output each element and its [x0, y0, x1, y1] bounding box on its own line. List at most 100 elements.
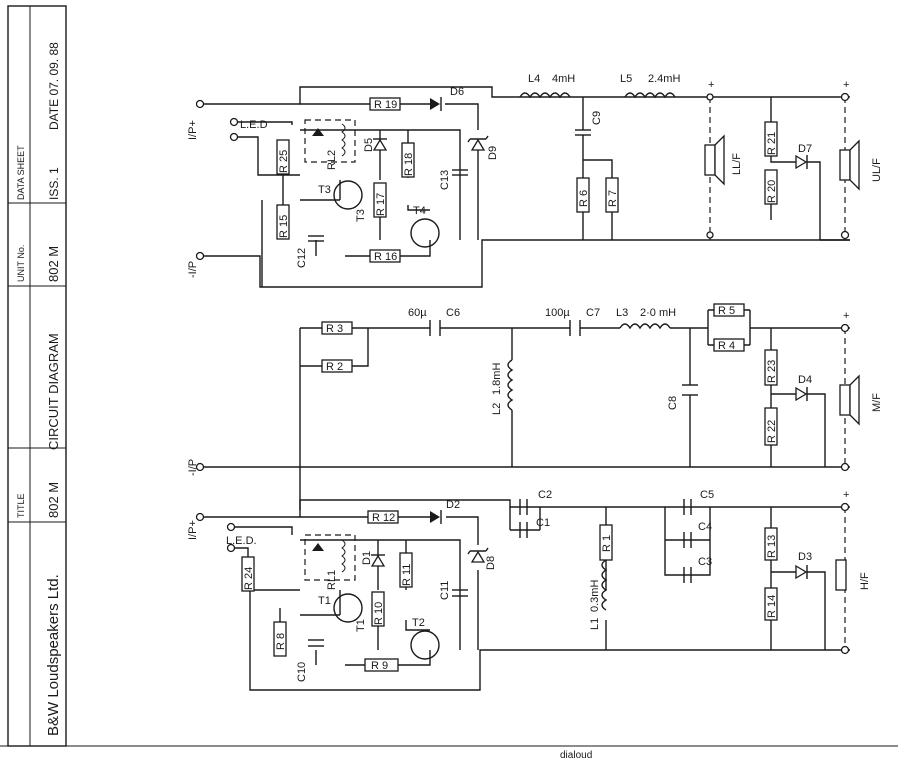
capacitor-c9-label: C9	[591, 111, 603, 125]
relay-rl2-label: RL2	[326, 150, 338, 170]
resistor-r24-label: R 24	[243, 567, 255, 590]
resistor-r18	[401, 142, 415, 178]
diode-d8-label: D8	[485, 556, 497, 570]
data-sheet-caption: DATA SHEET	[16, 145, 26, 200]
resistor-r10	[371, 591, 385, 627]
title-block: B&W Loudspeakers Ltd. TITLE 802 M CIRCUI…	[0, 5, 898, 747]
led-terminal-bot-b	[226, 543, 236, 553]
resistor-r15	[276, 204, 290, 240]
inductor-l2-label: L2	[491, 403, 503, 415]
speaker-ulf	[839, 149, 851, 181]
top-circuit: I/P+ L.E.D -I/P R 19 R 25 R 18 R 17 R 15…	[187, 73, 883, 288]
resistor-r22	[764, 407, 778, 446]
inductor-l1-value: 0.3mH	[589, 580, 601, 612]
diode-d9	[470, 138, 486, 151]
capacitor-c2	[519, 499, 528, 515]
resistor-r19	[369, 97, 401, 111]
resistor-r9-label: R 9	[371, 660, 388, 672]
inductor-l1	[601, 559, 608, 611]
relay-rl2-box	[304, 119, 356, 163]
resistor-r2	[321, 359, 353, 373]
input-plus-label-bot: I/P+	[187, 520, 199, 540]
capacitor-c6-label: C6	[446, 307, 460, 319]
transistor-t4-label: T4	[413, 205, 426, 217]
capacitor-c3-label: C3	[698, 556, 712, 568]
resistor-r23	[764, 349, 778, 386]
capacitor-c7-label: C7	[586, 307, 600, 319]
resistor-r21-label: R 21	[766, 132, 778, 155]
resistor-r15-label: R 15	[278, 215, 290, 238]
capacitor-c4-label: C4	[698, 521, 712, 533]
speaker-llf-label: LL/F	[731, 153, 743, 175]
transistor-t2	[410, 630, 440, 660]
resistor-r17-label: R 17	[375, 193, 387, 216]
resistor-r13-label: R 13	[766, 535, 778, 558]
capacitor-c12-label: C12	[296, 248, 308, 268]
capacitor-c1-label: C1	[536, 517, 550, 529]
capacitor-c13	[452, 169, 468, 176]
led-label-bot: L.E.D.	[226, 535, 257, 547]
capacitor-c13-label: C13	[439, 170, 451, 190]
resistor-r9	[364, 658, 399, 672]
capacitor-c6-value: 60µ	[408, 307, 427, 319]
resistor-r12	[367, 510, 399, 524]
input-minus-label-mid: -I/P	[187, 459, 199, 476]
input-plus-terminal-top	[195, 99, 205, 109]
inductor-l1-label: L1	[589, 618, 601, 630]
speaker-mf-plus: +	[843, 310, 849, 322]
inductor-l4	[519, 92, 571, 99]
resistor-r3-label: R 3	[326, 323, 343, 335]
diode-d3	[795, 564, 808, 580]
title-model: 802 M	[46, 482, 61, 518]
resistor-r22-label: R 22	[766, 420, 778, 443]
led-label-top: L.E.D	[240, 119, 268, 131]
capacitor-c5-label: C5	[700, 489, 714, 501]
issue-label: ISS. 1	[47, 167, 61, 200]
diode-d3-label: D3	[798, 551, 812, 563]
speaker-llf-plus: +	[708, 79, 714, 91]
capacitor-c9	[575, 129, 591, 136]
resistor-r25-label: R 25	[278, 150, 290, 173]
resistor-r3	[321, 321, 353, 335]
transistor-t2-label: T2	[412, 617, 425, 629]
unit-caption: UNIT No.	[16, 245, 26, 282]
capacitor-c7	[569, 320, 581, 336]
diode-d1	[370, 554, 386, 567]
resistor-r19-label: R 19	[374, 99, 397, 111]
relay-rl1-label: RL1	[326, 570, 338, 590]
resistor-r1-label: R 1	[601, 535, 613, 552]
inductor-l3	[619, 323, 671, 330]
relay-rl1-box	[304, 534, 356, 581]
company-name: B&W Loudspeakers Ltd.	[45, 574, 62, 736]
resistor-r5-label: R 5	[718, 305, 735, 317]
title-caption: TITLE	[16, 493, 26, 518]
capacitor-c2-label: C2	[538, 489, 552, 501]
capacitor-c10-label: C10	[296, 662, 308, 682]
transistor-t3-label-a: T3	[318, 184, 331, 196]
input-plus-terminal-bot	[195, 512, 205, 522]
speaker-llf	[704, 144, 716, 176]
transistor-t1	[333, 593, 363, 623]
inductor-l5-label: L5	[620, 73, 632, 85]
resistor-r8-label: R 8	[275, 633, 287, 650]
inductor-l5	[624, 92, 676, 99]
speaker-hf	[835, 559, 847, 591]
resistor-r7-label: R 7	[607, 190, 619, 207]
diode-d6-label: D6	[450, 86, 464, 98]
inductor-l4-label: L4	[528, 73, 540, 85]
transistor-t3-label-b: T3	[355, 209, 367, 222]
capacitor-c5	[683, 499, 692, 515]
resistor-r8	[273, 621, 287, 657]
led-terminal-top-a	[229, 117, 239, 127]
resistor-r11	[399, 552, 413, 588]
speaker-hf-label: H/F	[859, 572, 871, 590]
capacitor-c3	[683, 567, 692, 583]
diode-d5	[372, 138, 388, 151]
capacitor-c12	[308, 235, 324, 242]
led-terminal-bot-a	[226, 522, 236, 532]
capacitor-c7-value: 100µ	[545, 307, 570, 319]
capacitor-c11-label: C11	[439, 581, 451, 600]
resistor-r16	[369, 249, 401, 263]
inductor-l2	[507, 359, 514, 411]
capacitor-c1	[519, 522, 528, 538]
